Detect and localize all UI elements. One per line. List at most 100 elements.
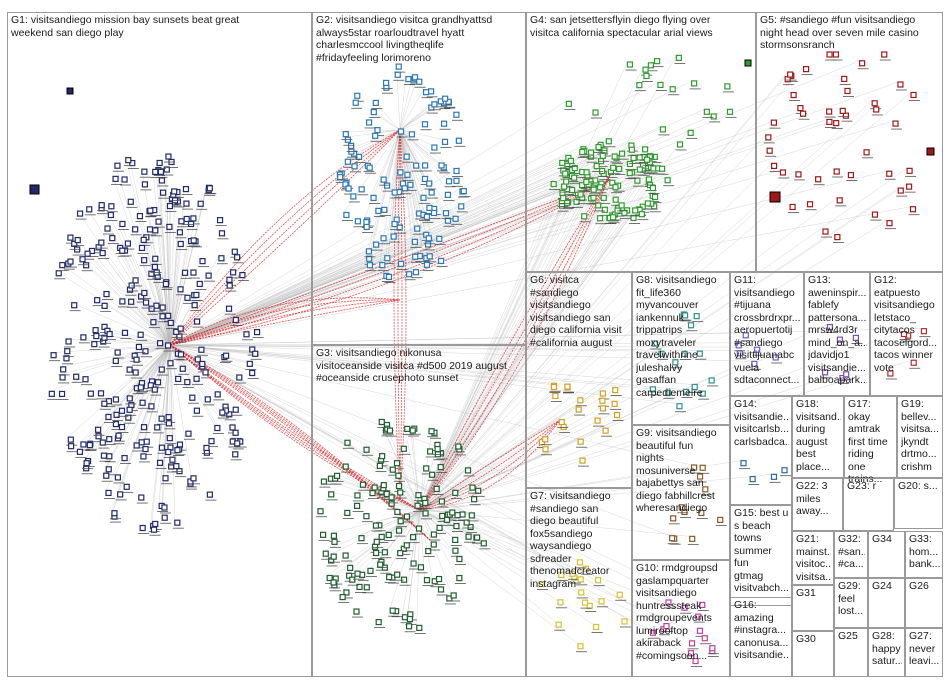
node[interactable] [171, 188, 178, 195]
node[interactable] [101, 400, 108, 407]
node[interactable] [140, 236, 147, 243]
node[interactable] [437, 586, 445, 593]
node[interactable] [352, 99, 359, 106]
node[interactable] [365, 248, 373, 255]
node[interactable] [687, 650, 695, 657]
node[interactable] [405, 76, 412, 83]
node[interactable] [423, 213, 430, 220]
node[interactable] [125, 414, 132, 421]
node[interactable] [76, 448, 84, 455]
node[interactable] [636, 166, 643, 173]
node[interactable] [142, 348, 149, 355]
node[interactable] [322, 550, 329, 557]
node[interactable] [351, 163, 358, 170]
node[interactable] [253, 329, 261, 336]
node[interactable] [199, 360, 206, 368]
node[interactable] [379, 453, 386, 460]
node[interactable] [141, 289, 148, 297]
node[interactable] [480, 540, 487, 547]
node[interactable] [690, 464, 698, 471]
node[interactable] [138, 494, 145, 501]
node[interactable] [95, 433, 102, 440]
node[interactable] [99, 439, 106, 446]
node[interactable] [204, 396, 211, 403]
node[interactable] [232, 316, 239, 324]
node[interactable] [416, 78, 423, 85]
node[interactable] [343, 589, 350, 596]
node[interactable] [354, 570, 361, 577]
node[interactable] [246, 360, 253, 367]
node[interactable] [159, 313, 166, 320]
node[interactable] [438, 498, 445, 505]
node[interactable] [226, 282, 233, 289]
node[interactable] [386, 427, 394, 434]
node[interactable] [654, 58, 661, 65]
node[interactable] [232, 429, 239, 436]
node[interactable] [565, 100, 572, 107]
node[interactable] [100, 452, 108, 459]
node[interactable] [79, 256, 86, 263]
node[interactable] [385, 531, 392, 539]
node[interactable] [414, 502, 421, 509]
node[interactable] [379, 262, 386, 269]
node[interactable] [822, 228, 829, 235]
node[interactable] [104, 225, 111, 232]
node[interactable] [610, 164, 617, 171]
node[interactable] [353, 608, 360, 615]
node[interactable] [651, 193, 659, 201]
node[interactable] [681, 604, 688, 611]
node[interactable] [564, 383, 571, 390]
node[interactable] [124, 240, 132, 247]
node[interactable] [126, 395, 133, 402]
node[interactable] [105, 466, 112, 473]
node[interactable] [443, 516, 451, 523]
node[interactable] [118, 423, 126, 431]
node[interactable] [428, 428, 435, 435]
node[interactable] [659, 126, 667, 133]
node[interactable] [863, 149, 870, 156]
node[interactable] [582, 565, 589, 572]
node[interactable] [421, 175, 429, 183]
node[interactable] [873, 106, 880, 113]
node[interactable] [832, 51, 840, 58]
node[interactable] [389, 607, 396, 614]
node[interactable] [555, 621, 562, 628]
node[interactable] [183, 200, 190, 207]
node[interactable] [98, 202, 105, 209]
node[interactable] [366, 262, 374, 269]
node[interactable] [406, 615, 414, 623]
node[interactable] [581, 213, 588, 220]
node[interactable] [394, 571, 401, 578]
node[interactable] [430, 209, 438, 217]
node[interactable] [103, 472, 110, 479]
node[interactable] [372, 522, 380, 529]
node[interactable] [442, 95, 449, 102]
node[interactable] [356, 583, 363, 591]
node[interactable] [190, 269, 197, 276]
node[interactable] [391, 220, 398, 228]
node[interactable] [165, 420, 173, 427]
node[interactable] [859, 60, 866, 67]
node[interactable] [198, 346, 205, 353]
node[interactable] [696, 350, 703, 357]
node[interactable] [143, 438, 150, 445]
node[interactable] [649, 629, 657, 636]
node[interactable] [74, 237, 81, 244]
node[interactable] [193, 291, 200, 299]
node[interactable] [366, 255, 373, 262]
node[interactable] [394, 71, 401, 78]
node[interactable] [420, 194, 427, 201]
node[interactable] [347, 564, 354, 572]
node[interactable] [378, 533, 385, 541]
node[interactable] [703, 108, 710, 115]
node[interactable] [453, 177, 460, 184]
node[interactable] [156, 159, 163, 167]
node[interactable] [692, 657, 699, 665]
node[interactable] [331, 538, 338, 545]
node[interactable] [154, 424, 161, 431]
node[interactable] [701, 635, 708, 642]
node[interactable] [181, 269, 189, 276]
node[interactable] [619, 150, 626, 157]
node[interactable] [354, 92, 361, 99]
node[interactable] [138, 244, 146, 252]
